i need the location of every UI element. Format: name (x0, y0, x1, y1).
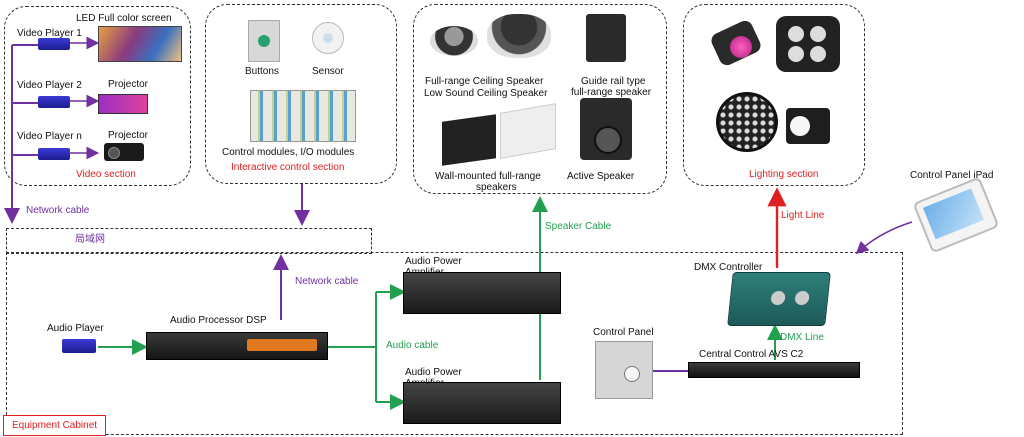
sensor-label: Sensor (312, 66, 344, 77)
projector-icon (104, 143, 144, 161)
network-cable-label-2: Network cable (295, 276, 359, 287)
dmx-controller-icon (727, 272, 831, 326)
low-sound-speaker-label: Low Sound Ceiling Speaker (424, 88, 548, 99)
led-screen-icon (98, 26, 182, 62)
guide-rail-label-2: full-range speaker (571, 87, 652, 98)
projector-2-label: Projector (108, 130, 149, 141)
video-player-n-label: Video Player n (17, 131, 82, 142)
lan-box (6, 228, 372, 254)
sensor-icon (312, 22, 344, 54)
led-par-4-icon (776, 16, 840, 72)
active-speaker-label: Active Speaker (567, 171, 635, 182)
video-player-n-icon (38, 148, 70, 160)
amp-1-label-a: Audio Power (405, 256, 462, 267)
audio-cable-line (326, 284, 406, 410)
wall-speaker-black-icon (442, 114, 496, 166)
central-control-icon (688, 362, 860, 378)
speaker-section-box (413, 4, 667, 194)
interactive-section-box (205, 4, 397, 184)
interactive-section-title: Interactive control section (231, 162, 345, 173)
video-player-1-label: Video Player 1 (17, 28, 82, 39)
light-line-label: Light Line (781, 210, 825, 221)
video-player-2-label: Video Player 2 (17, 80, 82, 91)
control-panel-icon (595, 341, 653, 399)
io-modules-icon (250, 90, 356, 142)
video-player-2-icon (38, 96, 70, 108)
audio-player-label: Audio Player (47, 323, 104, 334)
video-section-box (4, 6, 191, 186)
video-section-title: Video section (76, 169, 136, 180)
projector-screen-icon (98, 94, 148, 114)
ipad-label: Control Panel iPad (910, 170, 994, 181)
lighting-section-box (683, 4, 865, 186)
buttons-label: Buttons (245, 66, 279, 77)
lighting-section-title: Lighting section (749, 169, 819, 180)
amp-2-label-a: Audio Power (405, 367, 462, 378)
amplifier-1-icon (403, 272, 561, 314)
modules-label: Control modules, I/O modules (222, 147, 355, 158)
control-panel-label: Control Panel (593, 327, 654, 338)
ceiling-speaker-icon (430, 26, 478, 56)
button-panel-icon (248, 20, 280, 62)
dsp-label: Audio Processor DSP (170, 315, 267, 326)
lan-label: 局域网 (75, 234, 105, 245)
wall-speaker-label-1: Wall-mounted full-range (435, 171, 541, 182)
stage-light-icon (786, 108, 830, 144)
moving-light-icon (708, 18, 764, 68)
dsp-icon (146, 332, 328, 360)
cabinet-box (6, 252, 903, 435)
audio-cable-label: Audio cable (386, 340, 439, 351)
wall-speaker-label-2: speakers (476, 182, 517, 193)
audio-player-icon (62, 339, 96, 353)
network-cable-label-1: Network cable (26, 205, 90, 216)
video-player-1-icon (38, 38, 70, 50)
amplifier-2-icon (403, 382, 561, 424)
led-par-icon (716, 92, 778, 152)
central-control-label: Central Control AVS C2 (699, 349, 804, 360)
dmx-line-label: DMX Line (780, 332, 824, 343)
low-sound-speaker-icon (487, 14, 551, 58)
dmx-controller-label: DMX Controller (694, 262, 763, 273)
guide-rail-label-1: Guide rail type (581, 76, 646, 87)
ceiling-speaker-label: Full-range Ceiling Speaker (425, 76, 544, 87)
video-network-line (4, 44, 38, 224)
active-speaker-icon (580, 98, 632, 160)
ipad-link-line (855, 221, 913, 255)
projector-1-label: Projector (108, 79, 149, 90)
led-screen-label: LED Full color screen (76, 13, 172, 24)
equipment-cabinet-label: Equipment Cabinet (3, 415, 107, 436)
speaker-cable-label: Speaker Cable (545, 221, 612, 232)
guide-rail-speaker-icon (586, 14, 626, 62)
